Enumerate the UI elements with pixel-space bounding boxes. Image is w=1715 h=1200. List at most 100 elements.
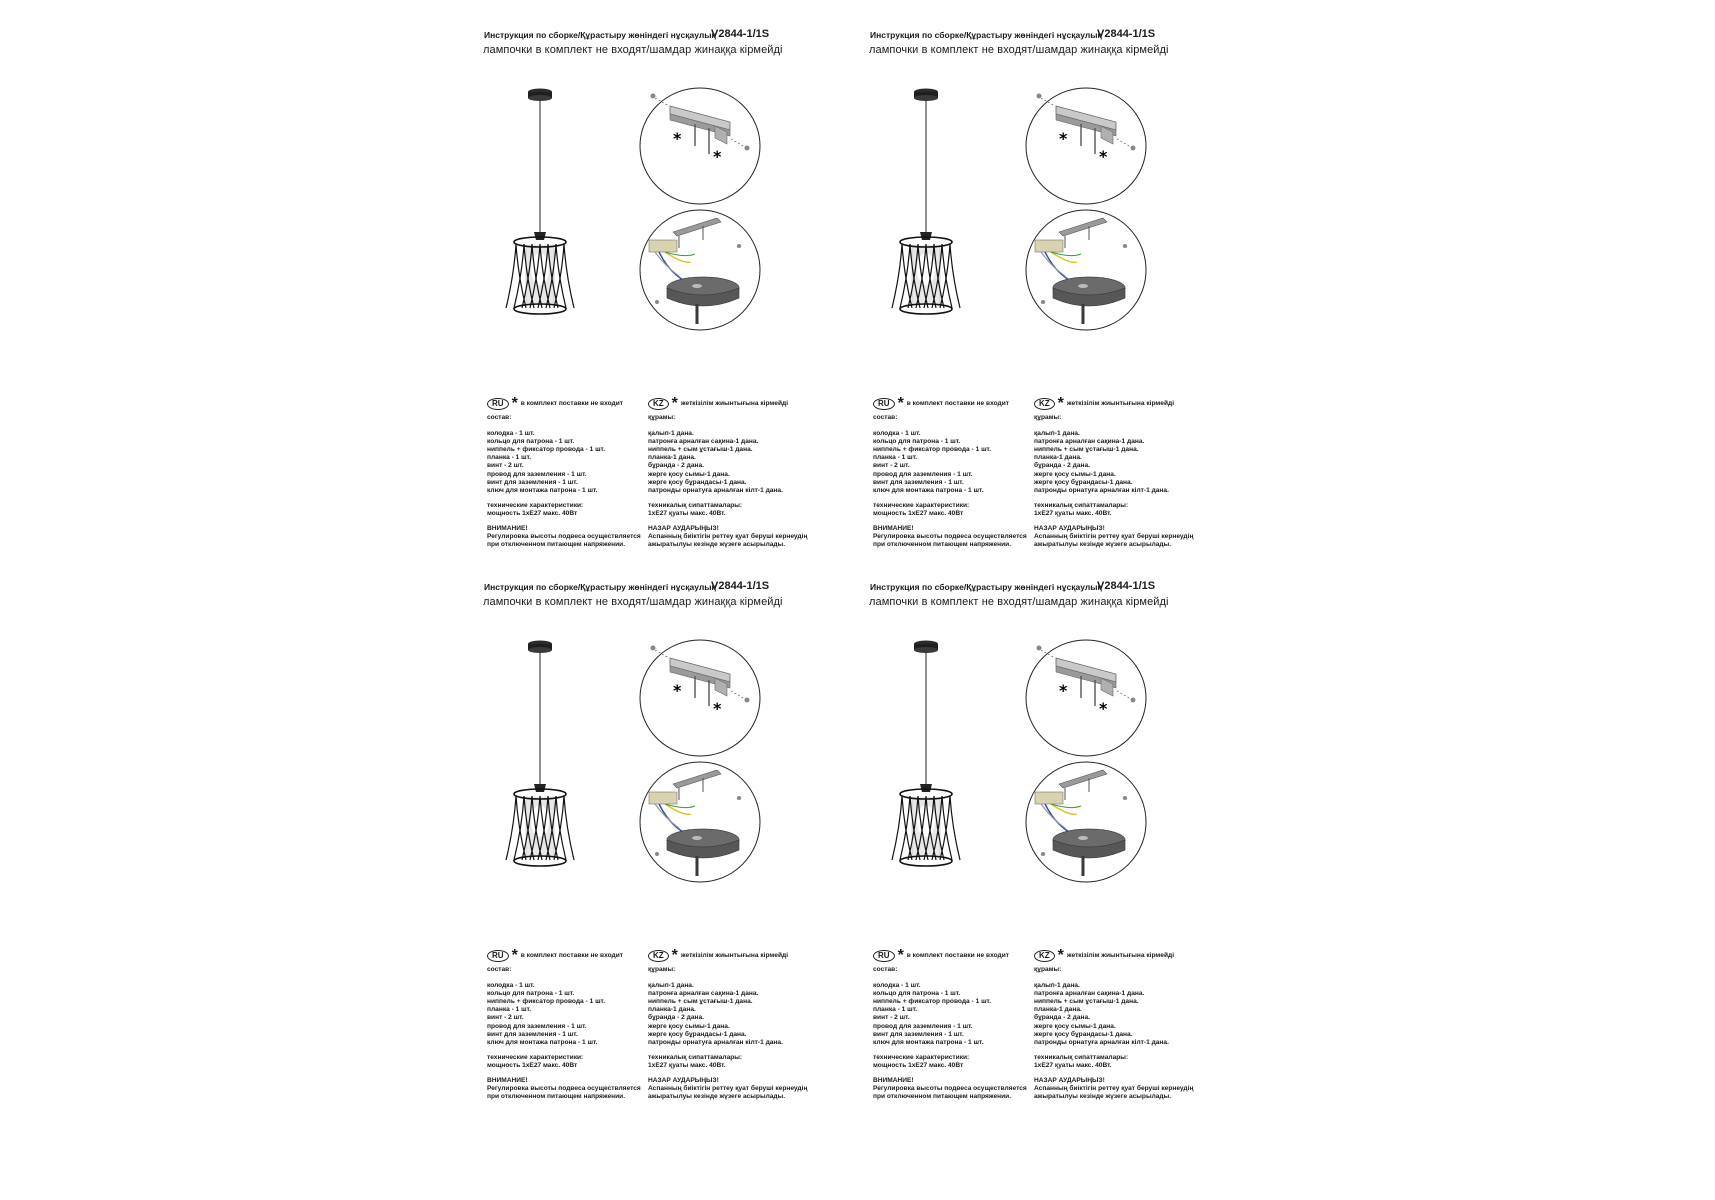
ru-badge: RU	[487, 398, 509, 410]
ground-wire-stripe	[664, 251, 696, 257]
kz-badge: KZ	[1034, 398, 1055, 410]
list-item: винт - 2 шт.	[873, 1014, 910, 1022]
model-number: V2844-1/1S	[1097, 580, 1156, 592]
screw-icon	[744, 145, 750, 151]
cage-bar	[505, 243, 517, 309]
list-item: ключ для монтажа патрона - 1 шт.	[873, 1038, 984, 1046]
list-item: жерге қосу бұрандасы-1 дана.	[1034, 478, 1133, 486]
list-item: жерге қосу сымы-1 дана.	[1034, 470, 1116, 478]
ru-specs: мощность 1xE27 макс. 40Вт	[487, 1061, 578, 1069]
kz-specs-label: техникалық сипаттамалары:	[648, 1053, 743, 1061]
bracket-tab	[1100, 125, 1114, 145]
ru-warning-title: ВНИМАНИЕ!	[873, 525, 914, 533]
cage-bar	[553, 795, 565, 861]
kz-warning-line: ажыратылуы кезінде жүзеге асырылады.	[648, 1093, 786, 1101]
asterisk-icon: *	[1059, 129, 1068, 148]
cage-bar	[563, 795, 575, 861]
canopy-bottom	[528, 647, 552, 653]
cage-bar	[907, 795, 919, 861]
socket	[534, 232, 546, 240]
ru-specs: мощность 1xE27 макс. 40Вт	[487, 509, 578, 517]
cage-bar	[931, 795, 943, 861]
screw-icon	[1130, 697, 1136, 703]
kz-contents-list: қалып-1 дана. патронға арналған сақина-1…	[648, 430, 833, 495]
asterisk-icon: *	[713, 699, 722, 718]
ru-contents-label: состав:	[873, 966, 898, 973]
list-item: ниппель + фиксатор провода - 1 шт.	[873, 998, 992, 1006]
bracket-assembly-diagram: **	[639, 87, 761, 205]
ground-wire	[1050, 803, 1078, 815]
mounting-bracket	[1058, 217, 1108, 237]
canopy-bottom	[914, 95, 938, 101]
kz-contents-list: қалып-1 дана. патронға арналған сақина-1…	[1034, 430, 1219, 495]
list-item: патронға арналған сақина-1 дана.	[648, 438, 759, 446]
list-item: винт - 2 шт.	[487, 462, 524, 470]
list-item: колодка - 1 шт.	[487, 430, 535, 438]
list-item: патронды орнатуға арналған кілт-1 дана.	[1034, 486, 1169, 494]
cage-bar	[555, 795, 567, 861]
ru-specs: мощность 1xE27 макс. 40Вт	[873, 1061, 964, 1069]
screw-icon	[655, 300, 659, 304]
cage-bar	[513, 795, 525, 861]
cord-grip	[1078, 284, 1088, 288]
kz-specs: 1xE27 қуаты макс. 40Вт.	[1034, 509, 1112, 517]
ground-wire-stripe	[664, 803, 696, 809]
list-item: ключ для монтажа патрона - 1 шт.	[487, 486, 598, 494]
cage-bar	[923, 795, 935, 861]
list-item: колодка - 1 шт.	[873, 430, 921, 438]
instruction-title: Инструкция по сборке/Құрастыру жөніндегі…	[870, 30, 1102, 40]
cage-bar	[547, 243, 559, 309]
ru-specs: мощность 1xE27 макс. 40Вт	[873, 509, 964, 517]
cage-bar	[515, 795, 527, 861]
cage-bar	[537, 243, 549, 309]
guide-line	[730, 690, 746, 700]
kz-contents-label: құрамы:	[648, 966, 676, 973]
cage-bar	[925, 243, 937, 309]
instruction-sheet: Инструкция по сборке/Құрастыру жөніндегі…	[440, 0, 1280, 1200]
canopy-bottom	[914, 647, 938, 653]
pendant-lamp-illustration	[505, 88, 575, 315]
pendant-lamp-illustration	[891, 88, 961, 315]
ru-specs-label: технические характеристики:	[873, 1053, 970, 1061]
bulbs-note: лампочки в комплект не входят/шамдар жин…	[869, 44, 1169, 56]
bracket-assembly-diagram: **	[639, 639, 761, 757]
cage-bar	[909, 795, 921, 861]
socket	[920, 784, 932, 792]
kz-badge: KZ	[1034, 950, 1055, 962]
asterisk-icon: *	[671, 947, 678, 964]
kz-badge: KZ	[648, 950, 669, 962]
kz-warning-line: ажыратылуы кезінде жүзеге асырылады.	[1034, 541, 1172, 549]
list-item: провод для заземления - 1 шт.	[487, 470, 587, 478]
list-item: планка-1 дана.	[1034, 1006, 1082, 1014]
cage-bottom-ring	[513, 303, 567, 315]
screw-icon	[737, 244, 741, 248]
asterisk-icon: *	[673, 129, 682, 148]
diagram-circle	[639, 639, 761, 757]
guide-line	[654, 97, 670, 107]
terminal-block	[648, 239, 678, 253]
list-item: колодка - 1 шт.	[873, 982, 921, 990]
ru-not-included: в комплект поставки не входит	[520, 399, 623, 407]
ru-not-included: в комплект поставки не входит	[520, 951, 623, 959]
instruction-title: Инструкция по сборке/Құрастыру жөніндегі…	[484, 582, 716, 592]
kz-warning-title: НАЗАР АУДАРЫҢЫЗ!	[1034, 1077, 1105, 1085]
ru-column: RU*в комплект поставки не входит состав:…	[873, 396, 1053, 549]
cage-bar	[545, 795, 557, 861]
list-item: колодка - 1 шт.	[487, 982, 535, 990]
kz-specs: 1xE27 қуаты макс. 40Вт.	[648, 1061, 726, 1069]
ru-warning-line: Регулировка высоты подвеса осуществляетс…	[487, 533, 641, 541]
pendant-lamp-illustration	[891, 640, 961, 867]
instruction-panel: Инструкция по сборке/Құрастыру жөніндегі…	[440, 552, 860, 1152]
ru-column: RU*в комплект поставки не входит состав:…	[487, 396, 667, 549]
socket	[534, 784, 546, 792]
cord-grip	[692, 836, 702, 840]
terminal-block	[1034, 791, 1064, 805]
model-number: V2844-1/1S	[711, 28, 770, 40]
cage-bar	[901, 795, 913, 861]
cage-bar	[949, 243, 961, 309]
ru-warning-line: Регулировка высоты подвеса осуществляетс…	[873, 1085, 1027, 1093]
list-item: ниппель + фиксатор провода - 1 шт.	[487, 446, 606, 454]
canopy-bottom	[528, 95, 552, 101]
cage-bar	[915, 243, 927, 309]
guide-line	[1040, 649, 1056, 659]
